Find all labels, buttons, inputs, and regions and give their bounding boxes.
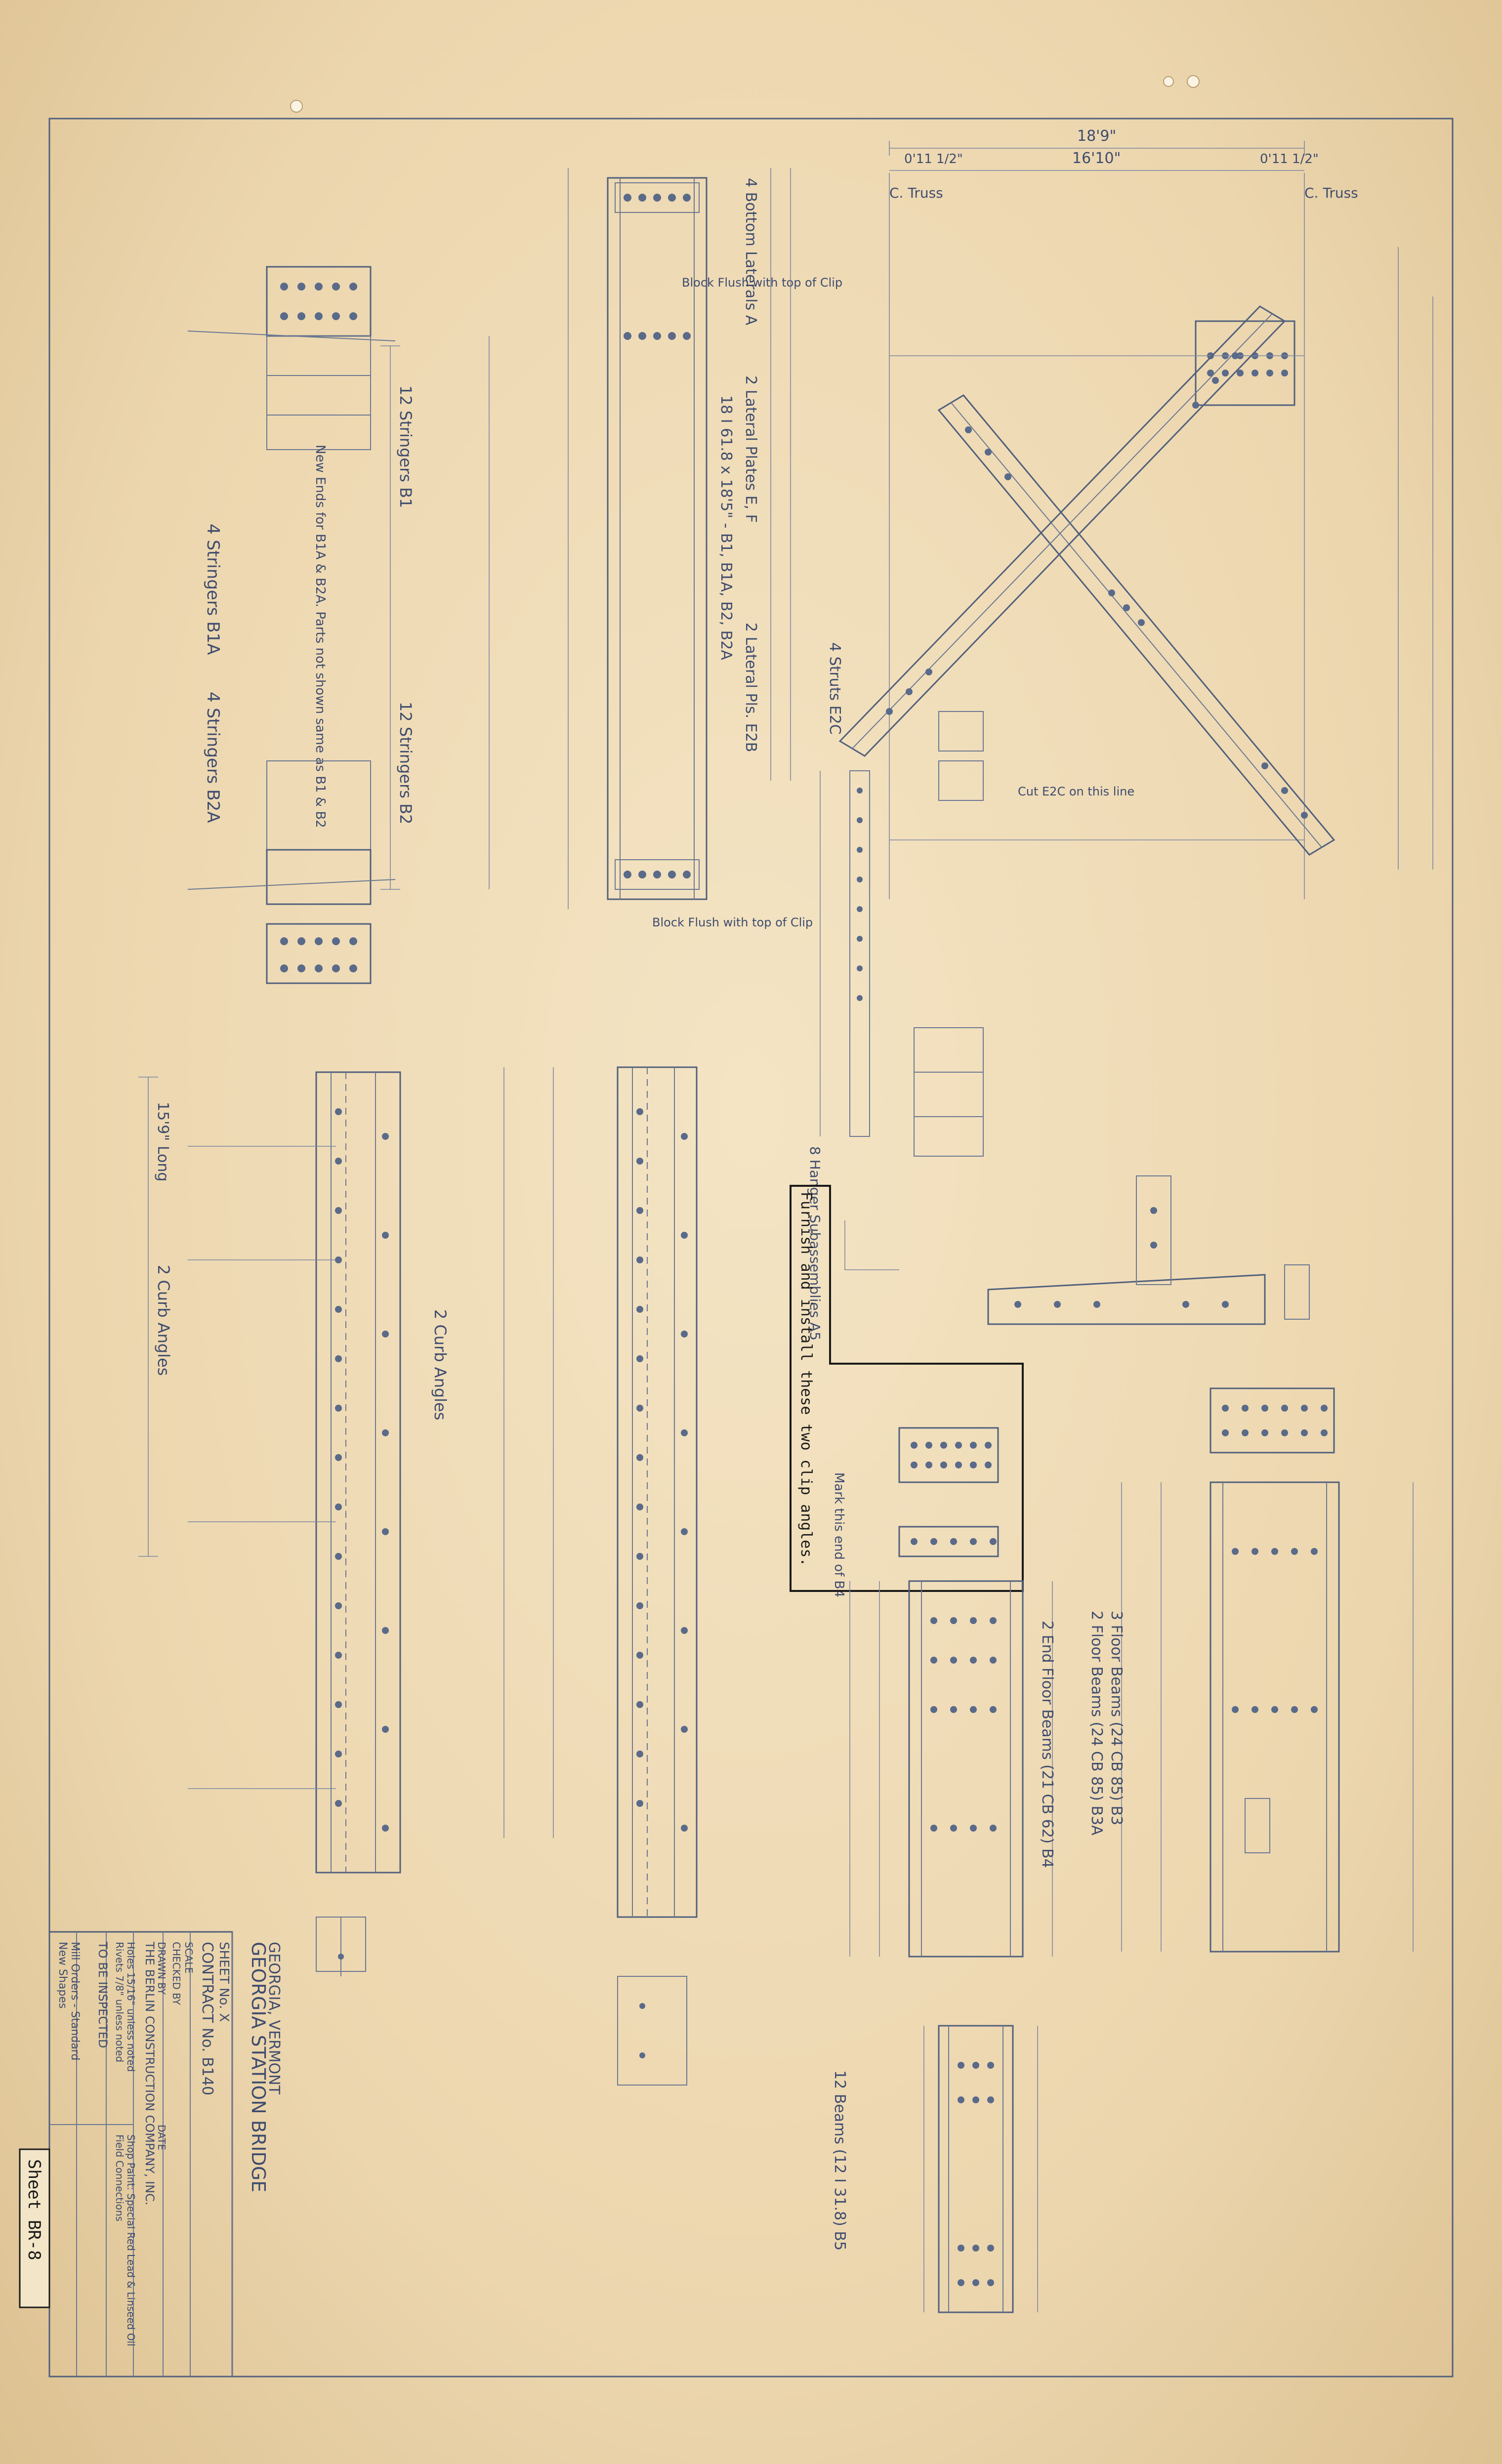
hanger-plate-detail	[987, 1175, 1310, 1325]
title-contract: CONTRACT No. B140	[199, 1942, 216, 2095]
curb-angles-2-label: 2 Curb Angles	[431, 1309, 450, 1420]
bottom-laterals-label: 4 Bottom Laterals A	[742, 178, 759, 326]
punch-hole-left	[290, 100, 303, 113]
laterals-list: 4 Bottom Laterals A 2 Lateral Plates E, …	[742, 168, 843, 781]
end-floor-beams-label: 2 End Floor Beams (21 CB 62) B4	[1039, 1621, 1056, 1868]
block-flush-bottom-note: Block Flush with top of Clip	[652, 916, 813, 929]
new-ends-note: New Ends for B1A & B2A. Parts not shown …	[313, 445, 328, 828]
floor-beam-b3: 2 Floor Beams (24 CB 85) B3A 3 Floor Bea…	[1088, 1387, 1414, 1953]
floor-beams-b3-label: 3 Floor Beams (24 CB 85) B3	[1108, 1611, 1125, 1825]
title-project-location: GEORGIA, VERMONT	[265, 1942, 283, 2095]
stringer-b1a-view: 4 Stringers B1A New Ends for B1A & B2A. …	[187, 266, 396, 828]
overall-width-dim: 18'9"	[1077, 127, 1116, 145]
sheet-label: Sheet BR-8	[24, 2159, 44, 2260]
lateral-plate-e2b-label: 2 Lateral Pls. E2B	[742, 623, 759, 752]
stringer-section-label: 18 I 61.8 x 18'5" - B1, B1A, B2, B2A	[717, 395, 735, 660]
strut-e2b-detail	[820, 770, 984, 1157]
struts-label: 4 Struts E2C	[826, 642, 843, 735]
title-sheet-no: SHEET No. X	[216, 1942, 231, 2022]
curb-angles-1-label: 2 Curb Angles	[154, 1265, 173, 1376]
truss-left-label: C. Truss	[889, 185, 943, 201]
stringers-b2a-label: 4 Stringers B2A	[203, 692, 223, 823]
curb-length-label: 15'9" Long	[154, 1102, 171, 1181]
hanger-detail: 8 Hanger Subassemblies A5 Mark this end …	[807, 1146, 999, 1597]
right-offset-dim: 0'11 1/2"	[1260, 152, 1319, 167]
stringer-b2a-view: 4 Stringers B2A	[187, 692, 396, 984]
title-inspection-1: New Shapes	[56, 1942, 69, 2008]
stringers-b1-label: 12 Stringers B1	[396, 385, 415, 508]
title-note-3: Field Connections	[114, 2134, 125, 2221]
lateral-plates-label: 2 Lateral Plates E, F	[742, 376, 759, 523]
furnish-note-box: Furnish and install these two clip angle…	[790, 1185, 1024, 1592]
truss-right-label: C. Truss	[1304, 185, 1358, 201]
stringers-b1a-label: 4 Stringers B1A	[203, 524, 223, 655]
furnish-note-text: Furnish and install these two clip angle…	[797, 1192, 815, 1567]
title-date: DATE	[156, 2125, 167, 2150]
cut-e2c-note: Cut E2C on this line	[1018, 785, 1134, 798]
curb-angle-2: 2 Curb Angles	[431, 1066, 698, 2086]
lateral-bracing-diagram: 18'9" 16'10" 0'11 1/2" 0'11 1/2" C. Trus…	[838, 127, 1433, 899]
title-block: New Shapes Mill Orders - Standard TO BE …	[19, 1931, 283, 2378]
punch-hole-right	[1187, 75, 1200, 88]
title-company: THE BERLIN CONSTRUCTION COMPANY, INC.	[143, 1941, 157, 2206]
curb-angle-1: 15'9" Long 2 Curb Angles	[138, 1071, 401, 1976]
block-flush-top-note: Block Flush with top of Clip	[682, 276, 842, 290]
mark-end-note: Mark this end of B4	[832, 1472, 846, 1597]
punch-hole-right-2	[1163, 76, 1174, 87]
stringer-elevation: 18 I 61.8 x 18'5" - B1, B1A, B2, B2A Blo…	[489, 168, 842, 929]
end-floor-beam-b4: 2 End Floor Beams (21 CB 62) B4	[849, 1580, 1056, 1958]
title-note-1: Rivets 7/8" unless noted	[114, 1942, 125, 2062]
title-checked-by: CHECKED BY	[170, 1942, 182, 2005]
beams-b5-label: 12 Beams (12 I 31.8) B5	[831, 2070, 848, 2251]
title-note-2: Holes 15/16" unless noted	[125, 1942, 137, 2072]
left-offset-dim: 0'11 1/2"	[904, 152, 963, 167]
title-project-name: GEORGIA STATION BRIDGE	[248, 1942, 269, 2192]
floor-beams-b3a-label: 2 Floor Beams (24 CB 85) B3A	[1088, 1611, 1105, 1836]
title-scale: SCALE	[183, 1942, 195, 1973]
sheet-border	[48, 118, 1454, 2378]
title-note-4: Shop Paint: Special Red Lead & Linseed O…	[125, 2134, 137, 2346]
stringers-b2-label: 12 Stringers B2	[396, 702, 415, 824]
stringer-dimension-column: 12 Stringers B1 12 Stringers B2	[380, 345, 415, 890]
hanger-subassemblies-label: 8 Hanger Subassemblies A5	[807, 1146, 823, 1340]
beam-b5: 12 Beams (12 I 31.8) B5	[831, 2025, 1038, 2313]
title-inspection-3: TO BE INSPECTED	[96, 1941, 110, 2048]
truss-spacing-dim: 16'10"	[1072, 150, 1121, 167]
title-inspection-2: Mill Orders - Standard	[69, 1942, 81, 2060]
title-drawn-by: DRAWN BY	[156, 1942, 167, 1995]
